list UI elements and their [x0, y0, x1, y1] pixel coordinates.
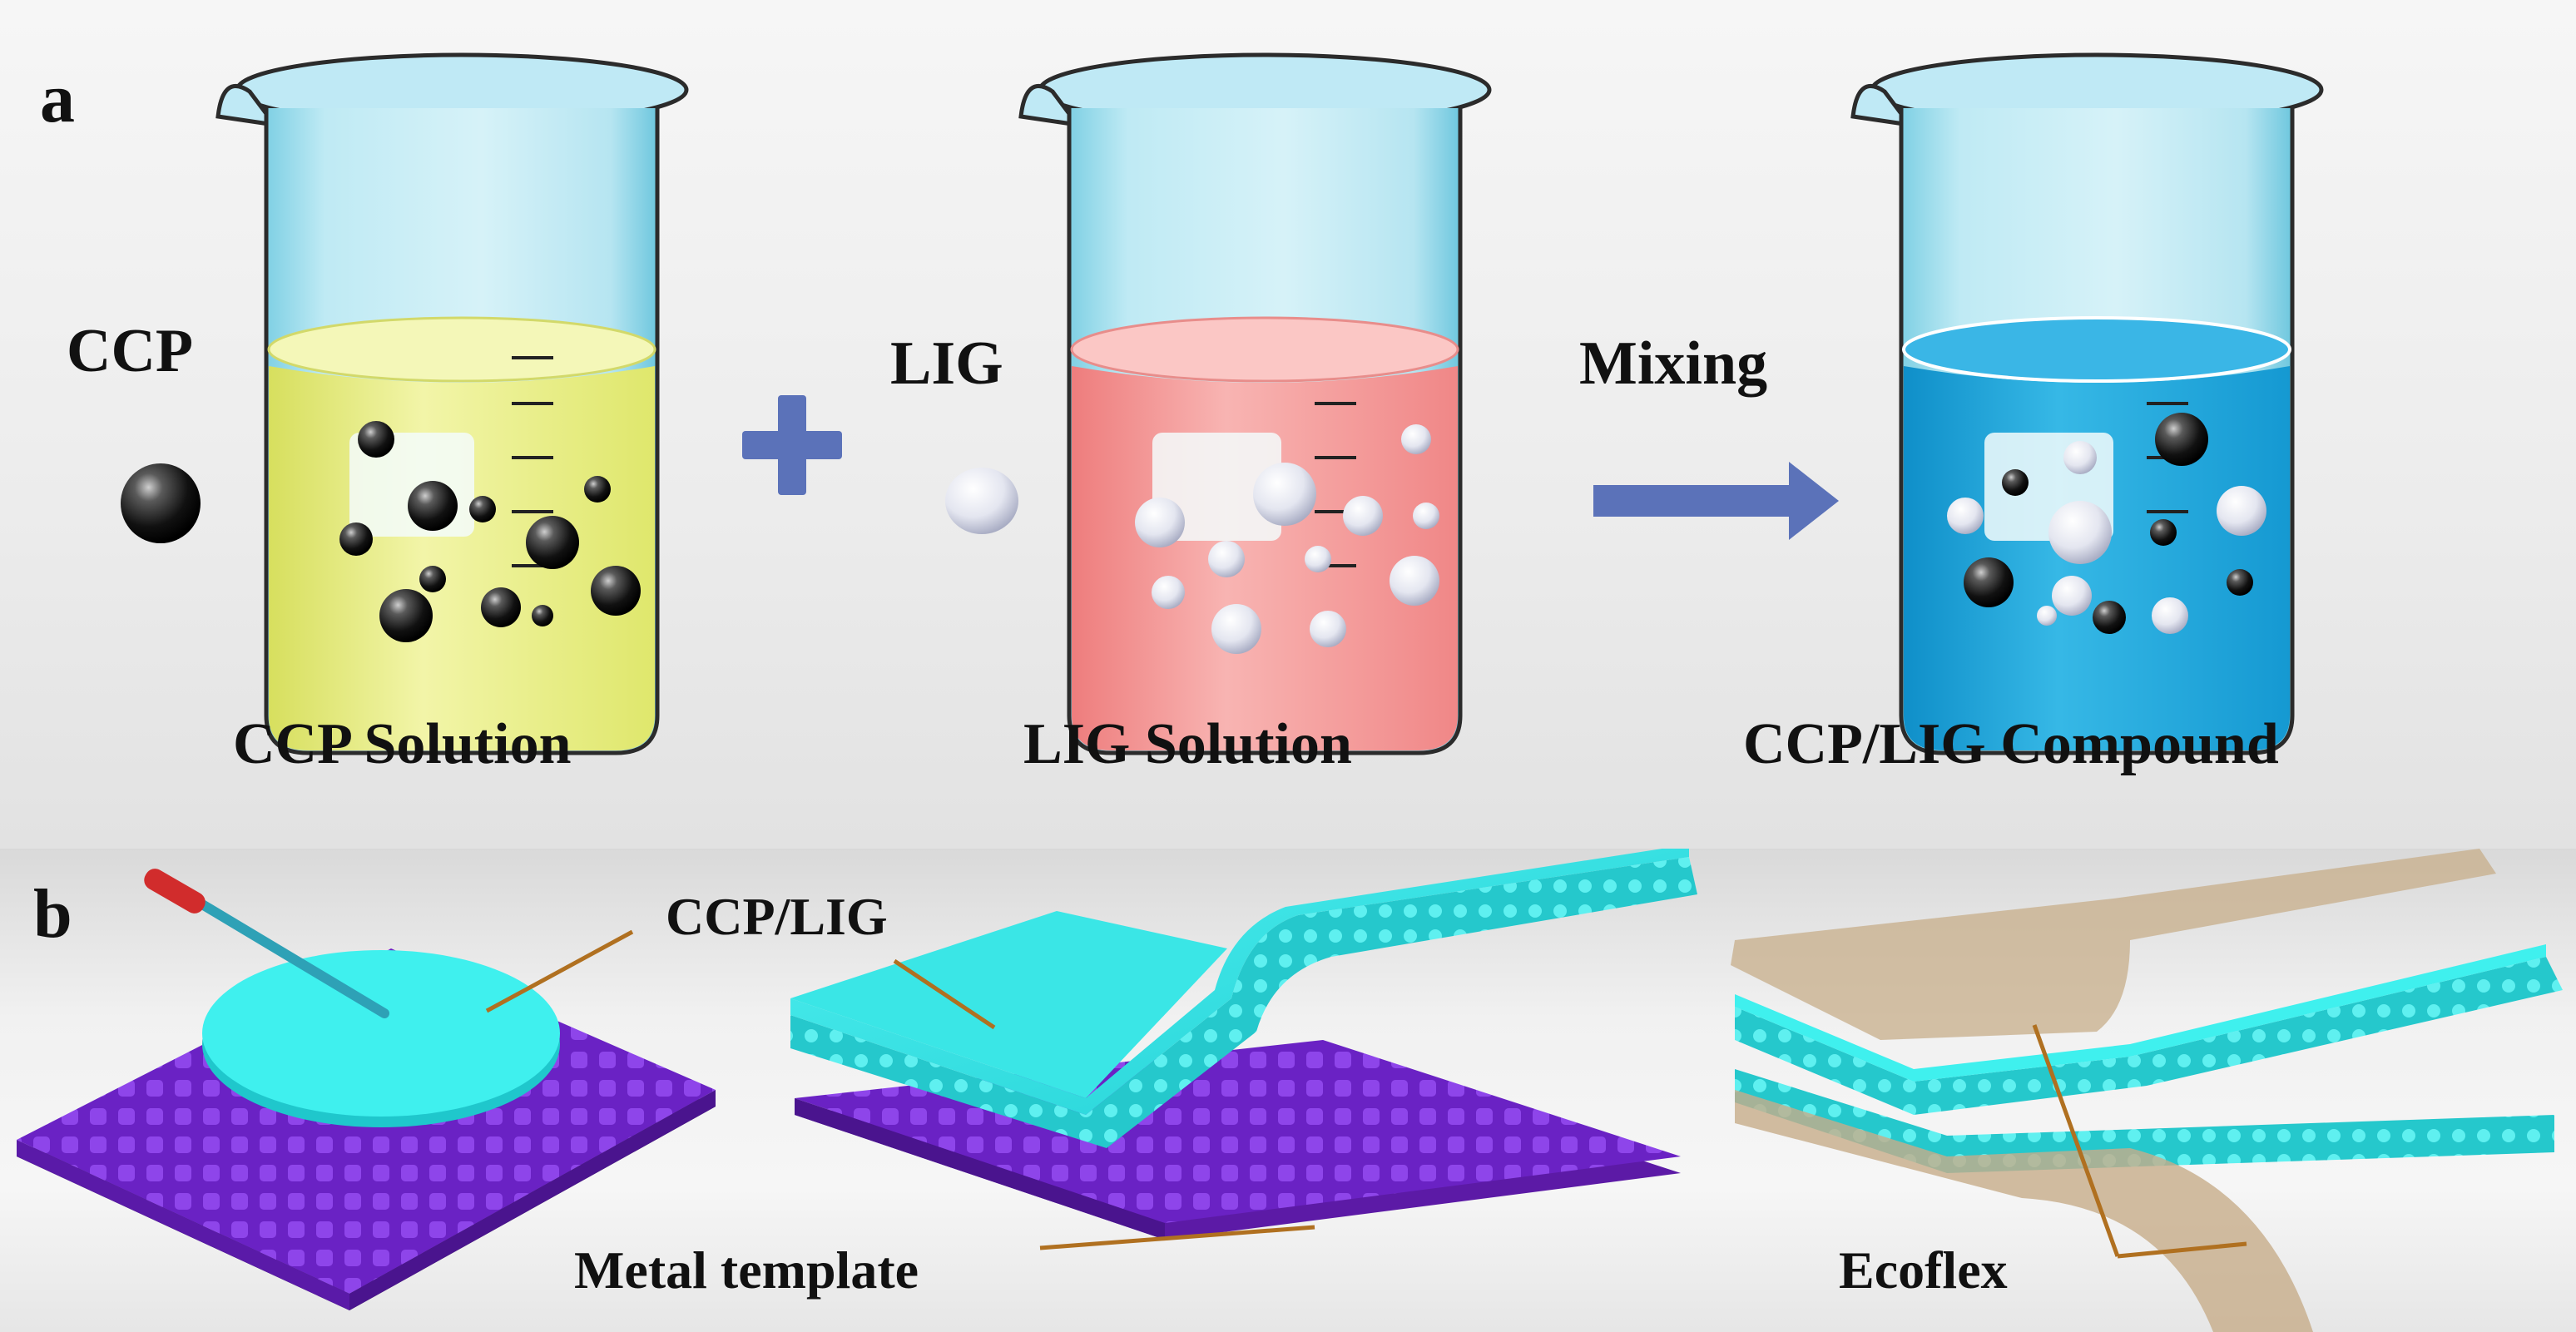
mixing-label: Mixing [1579, 329, 1768, 398]
ecoflex-sandwich [1731, 849, 2563, 1332]
panel-a: a CCP LIG Mixing CCP Solution LIG Soluti… [0, 0, 2576, 849]
panel-a-letter: a [40, 60, 75, 137]
ccp-label: CCP [67, 317, 194, 385]
lig-solution-caption: LIG Solution [1023, 712, 1352, 776]
pipette-icon [144, 869, 389, 1018]
ccp-lig-label: CCP/LIG [666, 887, 888, 946]
peeling-film [790, 849, 1697, 1240]
ccp-beaker [215, 52, 689, 755]
lig-particle-icon [945, 468, 1018, 534]
template-with-coating [17, 948, 716, 1310]
compound-caption: CCP/LIG Compound [1743, 712, 2279, 776]
ccp-solution-caption: CCP Solution [233, 712, 572, 776]
panel-b: b CCP/LIG Metal template Ecoflex [0, 849, 2576, 1332]
mixing-arrow-icon [1593, 462, 1839, 540]
panel-b-illustration [17, 849, 2563, 1332]
ecoflex-label: Ecoflex [1839, 1240, 2008, 1300]
lig-beaker [1018, 52, 1492, 755]
leader-lines [485, 929, 2247, 1259]
metal-template-label: Metal template [574, 1240, 919, 1300]
lig-label: LIG [890, 329, 1003, 398]
panel-a-illustration [121, 52, 2324, 755]
plus-icon [742, 395, 842, 495]
ccp-particle-icon [121, 463, 201, 543]
panel-b-letter: b [33, 875, 72, 953]
compound-beaker [1850, 52, 2324, 755]
